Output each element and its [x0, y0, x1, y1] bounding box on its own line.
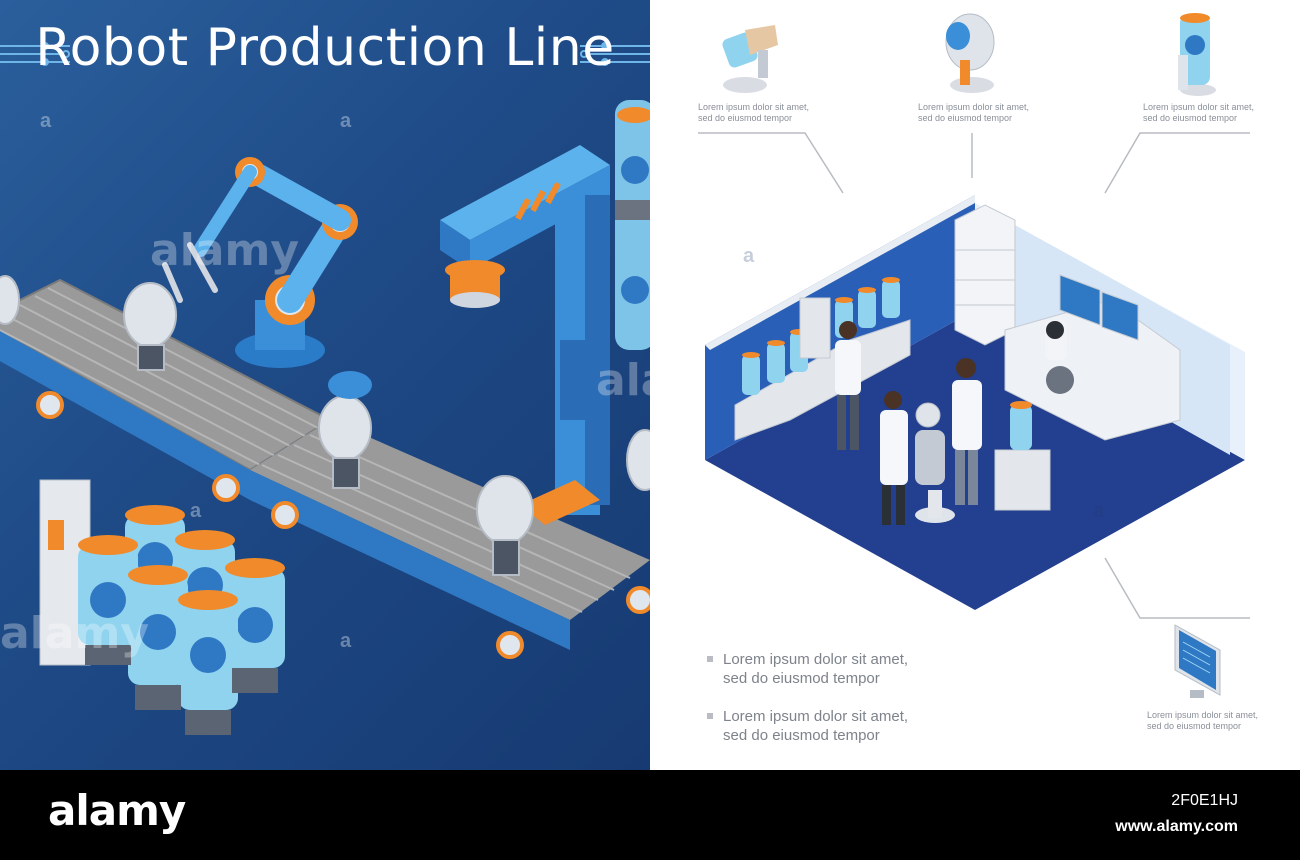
watermark-overlay-word: alamy: [150, 225, 299, 276]
watermark-letter: a: [340, 110, 352, 132]
watermark-letter: a: [190, 500, 202, 522]
watermark-overlay-word: alamy: [596, 355, 650, 406]
caption-top-right: Lorem ipsum dolor sit amet, sed do eiusm…: [1143, 102, 1254, 124]
robot-hand-icon: [722, 25, 778, 93]
scientists: [835, 321, 982, 525]
caption-line: Lorem ipsum dolor sit amet,: [1147, 710, 1259, 720]
caption-line: Lorem ipsum dolor sit amet,: [698, 102, 810, 112]
watermark-letter: a: [40, 110, 52, 132]
page-title: Robot Production Line: [35, 18, 615, 78]
caption-line: Lorem ipsum dolor sit amet,: [1143, 102, 1255, 112]
caption-bullet-1: Lorem ipsum dolor sit amet, sed do eiusm…: [707, 650, 909, 688]
robot-head-icon: [945, 13, 995, 93]
brain-capsule-cluster: [39, 479, 285, 735]
bullet-marker: [707, 656, 713, 662]
monitor-icon: [1174, 624, 1221, 698]
circuit-decoration-left: [0, 42, 70, 66]
caption-line: sed do eiusmod tempor: [698, 113, 793, 123]
site-url: www.alamy.com: [1115, 818, 1238, 835]
image-id: 2F0E1HJ: [1171, 792, 1238, 809]
caption-line: sed do eiusmod tempor: [723, 727, 880, 744]
laboratory-illustration: [698, 13, 1250, 698]
caption-line: Lorem ipsum dolor sit amet,: [723, 651, 909, 668]
circuit-decoration-right: [580, 42, 650, 66]
bullet-marker: [707, 713, 713, 719]
gantry-crane: [440, 145, 610, 525]
robot-heads: [0, 275, 650, 576]
caption-line: sed do eiusmod tempor: [1143, 113, 1238, 123]
watermark-bar: [0, 770, 1300, 860]
brain-on-head: [328, 371, 372, 399]
caption-line: Lorem ipsum dolor sit amet,: [918, 102, 1030, 112]
production-line-panel: Robot Production Line alamy alamy alamy …: [0, 0, 650, 770]
caption-line: sed do eiusmod tempor: [723, 670, 880, 687]
robot-arm: [162, 157, 358, 368]
caption-line: sed do eiusmod tempor: [918, 113, 1013, 123]
alamy-logo: alamy: [48, 786, 186, 835]
caption-top-left: Lorem ipsum dolor sit amet, sed do eiusm…: [698, 102, 809, 124]
caption-line: Lorem ipsum dolor sit amet,: [723, 708, 909, 725]
production-line-illustration: [0, 42, 650, 735]
watermark-letter: a: [340, 630, 352, 652]
caption-bottom-right: Lorem ipsum dolor sit amet, sed do eiusm…: [1147, 710, 1258, 732]
brain-capsule-icon: [1178, 13, 1216, 96]
laboratory-panel: Lorem ipsum dolor sit amet, sed do eiusm…: [650, 0, 1300, 770]
watermark-overlay-word: alamy: [0, 608, 149, 659]
watermark-letter: a: [1093, 500, 1105, 522]
laboratory-room: [705, 195, 1245, 610]
connector-lines: [698, 132, 1250, 619]
brain-capsule-column: [615, 100, 650, 350]
caption-line: sed do eiusmod tempor: [1147, 721, 1242, 731]
caption-top-middle: Lorem ipsum dolor sit amet, sed do eiusm…: [918, 102, 1029, 124]
caption-bullet-2: Lorem ipsum dolor sit amet, sed do eiusm…: [707, 707, 909, 745]
watermark-letter: a: [743, 245, 755, 267]
